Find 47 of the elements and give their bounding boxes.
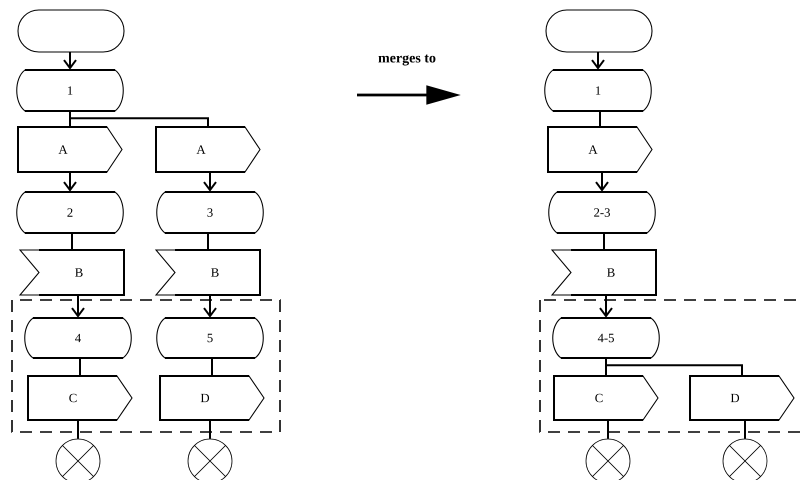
- connector: [599, 295, 613, 318]
- connector: [603, 233, 605, 250]
- function-box: A: [17, 126, 123, 173]
- connector: [63, 52, 77, 70]
- function-box: A: [155, 126, 261, 173]
- connector: [605, 358, 743, 376]
- connector: [591, 52, 605, 70]
- function-box: B: [18, 249, 125, 296]
- connector: [79, 358, 81, 376]
- xor-connector: [188, 438, 232, 480]
- connector: [63, 172, 77, 192]
- connector: [209, 420, 211, 439]
- connector: [71, 295, 85, 318]
- event-box: 1: [16, 69, 124, 112]
- connector: [203, 172, 217, 192]
- xor-connector: [56, 438, 100, 480]
- xor-connector: [722, 438, 768, 480]
- event-box: 4-5: [552, 317, 660, 359]
- start-terminator: [17, 9, 125, 53]
- connector: [207, 233, 209, 250]
- connector: [595, 172, 609, 192]
- connector: [77, 420, 79, 439]
- event-box: 2-3: [548, 191, 656, 234]
- dashed-group-box: [539, 299, 800, 433]
- connector: [607, 420, 609, 439]
- connector: [71, 233, 73, 250]
- connector: [69, 111, 209, 127]
- dashed-group-box: [11, 299, 281, 433]
- connector: [599, 111, 601, 127]
- event-box: 4: [24, 317, 132, 359]
- caption-text: merges to: [378, 54, 436, 66]
- function-box: B: [154, 249, 261, 296]
- event-box: 2: [16, 191, 124, 234]
- function-box: D: [689, 375, 795, 421]
- event-box: 5: [156, 317, 264, 359]
- start-terminator: [545, 9, 653, 53]
- function-box: B: [550, 249, 657, 296]
- function-box: C: [553, 375, 659, 421]
- function-box: A: [547, 126, 653, 173]
- connector: [744, 420, 746, 439]
- xor-connector: [586, 438, 630, 480]
- function-box: D: [159, 375, 265, 421]
- event-box: 3: [156, 191, 264, 234]
- event-box: 1: [544, 69, 652, 112]
- connector: [203, 295, 217, 318]
- function-box: C: [27, 375, 133, 421]
- connector: [211, 358, 213, 376]
